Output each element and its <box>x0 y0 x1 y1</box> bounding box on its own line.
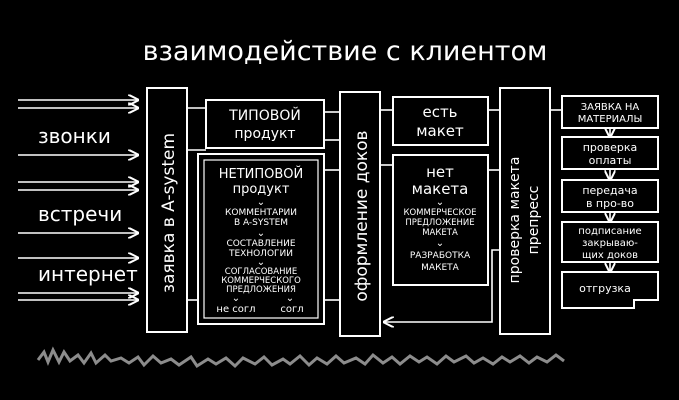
chevron-down-icon: ⌄ <box>257 257 265 268</box>
has-layout-line2: макет <box>416 122 464 140</box>
nontypical-product-box <box>197 153 325 325</box>
step-production-line2: в про-во <box>586 197 634 210</box>
nontypical-item3-line3: ПРЕДЛОЖЕНИЯ <box>226 285 296 295</box>
chevron-down-icon: ⌄ <box>436 238 444 249</box>
no-layout-title-line1: нет <box>426 163 454 181</box>
channel-meetings: встречи <box>38 202 122 226</box>
prepress-column-label-line1: проверка макета <box>507 157 523 284</box>
step-closing-docs-line2: закрываю- <box>582 238 638 249</box>
step-materials-line1: ЗАЯВКА НА <box>581 102 640 113</box>
has-layout-line1: есть <box>422 103 457 121</box>
chevron-down-icon: ⌄ <box>286 293 294 304</box>
chevron-down-icon: ⌄ <box>436 197 444 208</box>
nontypical-item2-line2: ТЕХНОЛОГИИ <box>228 249 293 259</box>
step-shipping-box <box>561 271 659 309</box>
step-production-line1: передача <box>582 184 637 197</box>
scribble-decoration <box>36 346 565 369</box>
diagram-title: взаимодействие с клиентом <box>143 36 548 67</box>
no-layout-item1-line2: ПРЕДЛОЖЕНИЕ <box>405 218 474 228</box>
typical-product-box <box>205 99 325 149</box>
nontypical-item1-line1: КОММЕНТАРИИ <box>225 208 297 218</box>
branch-agreed: согл <box>280 304 303 315</box>
chevron-down-icon: ⌄ <box>232 293 240 304</box>
nontypical-item2-line1: СОСТАВЛЕНИЕ <box>226 239 295 249</box>
return-arrow <box>384 249 500 322</box>
step-closing-docs-line3: щих доков <box>582 250 638 261</box>
nontypical-item3-line1: СОГЛАСОВАНИЕ <box>225 267 297 277</box>
branch-not-agreed: не согл <box>216 304 255 315</box>
prepress-column-box <box>499 87 551 335</box>
prepress-column-label-line2: препресс <box>526 186 542 255</box>
request-column-label: заявка в A-system <box>159 133 179 293</box>
nontypical-title-line1: НЕТИПОВОЙ <box>219 166 304 182</box>
typical-product-line1: ТИПОВОЙ <box>228 106 301 124</box>
nontypical-item3-line2: КОММЕРЧЕСКОГО <box>221 276 301 286</box>
nontypical-inner-frame <box>203 159 319 319</box>
chevron-down-icon: ⌄ <box>257 197 265 208</box>
step-payment-line2: оплаты <box>589 154 632 167</box>
no-layout-title-line2: макета <box>412 180 469 198</box>
step-payment-line1: проверка <box>583 141 638 154</box>
has-layout-box <box>392 96 489 146</box>
docs-column-label: оформление доков <box>352 130 372 301</box>
no-layout-box <box>392 154 489 286</box>
no-layout-item2-line2: МАКЕТА <box>421 263 459 273</box>
docs-column-box <box>339 91 381 337</box>
channel-calls: звонки <box>38 124 111 148</box>
typical-product-line2: продукт <box>234 126 295 142</box>
no-layout-item1-line1: КОММЕРЧЕСКОЕ <box>403 208 476 218</box>
nontypical-title-line2: продукт <box>233 182 290 197</box>
step-shipping-label: отгрузка <box>579 282 631 295</box>
channel-arrows <box>18 100 138 300</box>
no-layout-item2-line1: РАЗРАБОТКА <box>410 251 471 261</box>
channel-internet: интернет <box>38 262 138 286</box>
chevron-down-icon: ⌄ <box>257 228 265 239</box>
no-layout-item1-line3: МАКЕТА <box>422 228 458 238</box>
step-materials-line2: МАТЕРИАЛЫ <box>578 114 643 125</box>
request-column-box <box>146 87 188 333</box>
nontypical-item1-line2: В A-SYSTEM <box>234 218 288 228</box>
step-closing-docs-line1: подписание <box>578 226 641 237</box>
